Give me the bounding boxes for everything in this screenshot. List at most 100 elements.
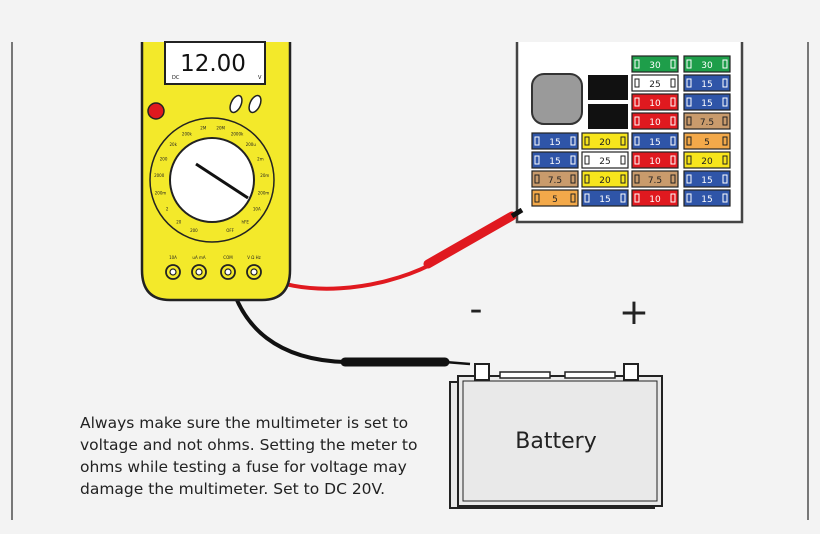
fuse-body <box>631 132 679 150</box>
fuse-body <box>531 170 579 188</box>
fuse-body <box>531 189 579 207</box>
fuse-pin-right <box>620 174 626 184</box>
jack-label: COM <box>223 255 233 260</box>
fuse-pin-right <box>670 97 676 107</box>
fuse: 10 <box>631 112 679 130</box>
fuse-pin-right <box>570 193 576 203</box>
fuse-pin-right <box>570 155 576 165</box>
fuse-pin-left <box>686 193 692 203</box>
dial-range-label: 10A <box>253 206 261 211</box>
red-probe-handle <box>423 211 517 269</box>
jack-socket-inner <box>250 268 258 276</box>
fuse-pin-left <box>686 174 692 184</box>
jack-label: uA mA <box>192 255 205 260</box>
fuse-pin-right <box>722 78 728 88</box>
jack-socket-inner <box>169 268 177 276</box>
fuse-pin-right <box>722 136 728 146</box>
dial-range-label: 200m <box>155 190 167 195</box>
fuse-pin-right <box>670 136 676 146</box>
battery: Battery - + <box>449 289 663 509</box>
fuse-body <box>683 151 731 169</box>
fuse: 15 <box>631 132 679 150</box>
meter-rotary-knob[interactable] <box>169 137 255 223</box>
fuse-body <box>631 170 679 188</box>
fuse-body <box>631 93 679 111</box>
dial-range-label: OFF <box>226 228 234 233</box>
fuse-pin-left <box>584 136 590 146</box>
fuse: 15 <box>531 132 579 150</box>
fuse: 15 <box>683 93 731 111</box>
fuse-pin-right <box>620 136 626 146</box>
battery-body <box>457 375 663 507</box>
dial-range-label: 200m <box>258 190 270 195</box>
fuse: 20 <box>683 151 731 169</box>
dial-range-label: 2000k <box>231 131 244 136</box>
fuse-pin-right <box>722 155 728 165</box>
fuse-rating: 10 <box>649 118 661 128</box>
dial-range-label: 200k <box>182 131 193 136</box>
fuse-pin-right <box>620 155 626 165</box>
fuse: 15 <box>683 189 731 207</box>
fuse-pin-left <box>686 116 692 126</box>
fuse-rating: 15 <box>701 176 712 186</box>
meter-power-button[interactable] <box>147 102 165 120</box>
fuse: 25 <box>631 74 679 92</box>
fuse-body <box>531 132 579 150</box>
jack-label: 10A <box>169 255 177 260</box>
fuse-rating: 25 <box>649 80 660 90</box>
fuse: 7.5 <box>531 170 579 188</box>
fuse: 10 <box>631 151 679 169</box>
fuse: 30 <box>631 55 679 73</box>
fuse-pin-left <box>686 97 692 107</box>
fuse-pin-right <box>722 59 728 69</box>
black-probe-tip <box>444 360 471 366</box>
instruction-caption: Always make sure the multimeter is set t… <box>80 412 440 500</box>
fuse-rating: 25 <box>599 157 610 167</box>
fuse-body <box>631 151 679 169</box>
fuse: 20 <box>581 170 629 188</box>
fuse-body <box>683 112 731 130</box>
dial-range-label: 2M <box>200 126 207 131</box>
fuse-body <box>631 55 679 73</box>
fuse-body <box>631 74 679 92</box>
fuse-pin-left <box>534 136 540 146</box>
meter-range-button[interactable] <box>247 94 264 115</box>
fuse-pin-right <box>570 136 576 146</box>
meter-knob-pointer <box>195 162 249 200</box>
fuse-rating: 7.5 <box>548 176 562 186</box>
fuse-body <box>683 93 731 111</box>
dial-range-label: 2 <box>166 206 169 211</box>
fuse: 25 <box>581 151 629 169</box>
fuse-rating: 15 <box>701 80 712 90</box>
fuse-pin-right <box>570 174 576 184</box>
meter-hold-button[interactable] <box>228 94 245 115</box>
fuse-rating: 7.5 <box>648 176 662 186</box>
fuse-body <box>683 55 731 73</box>
dial-range-label: 20m <box>260 173 269 178</box>
caption-line: damage the multimeter. Set to DC 20V. <box>80 480 386 498</box>
jack-socket-inner <box>195 268 203 276</box>
fuse-pin-left <box>584 193 590 203</box>
fuse-pin-left <box>634 155 640 165</box>
meter-mode-tag: DC <box>172 75 180 81</box>
relay-black-top <box>588 75 628 100</box>
battery-positive-terminal <box>623 363 639 381</box>
fuse-body <box>581 170 629 188</box>
fuse-rating: 10 <box>649 157 661 167</box>
fuse-body <box>581 132 629 150</box>
fuse: 15 <box>581 189 629 207</box>
battery-vent-cap-left <box>499 371 551 379</box>
fuse-pin-left <box>634 116 640 126</box>
fuse-pin-right <box>670 155 676 165</box>
caption-line: voltage and not ohms. Setting the meter … <box>80 436 418 454</box>
fuse-rating: 20 <box>599 176 611 186</box>
fuse-pin-right <box>670 116 676 126</box>
fuse: 15 <box>531 151 579 169</box>
fuse: 20 <box>581 132 629 150</box>
fuse-rating: 10 <box>649 195 661 205</box>
fuse-pin-left <box>534 174 540 184</box>
